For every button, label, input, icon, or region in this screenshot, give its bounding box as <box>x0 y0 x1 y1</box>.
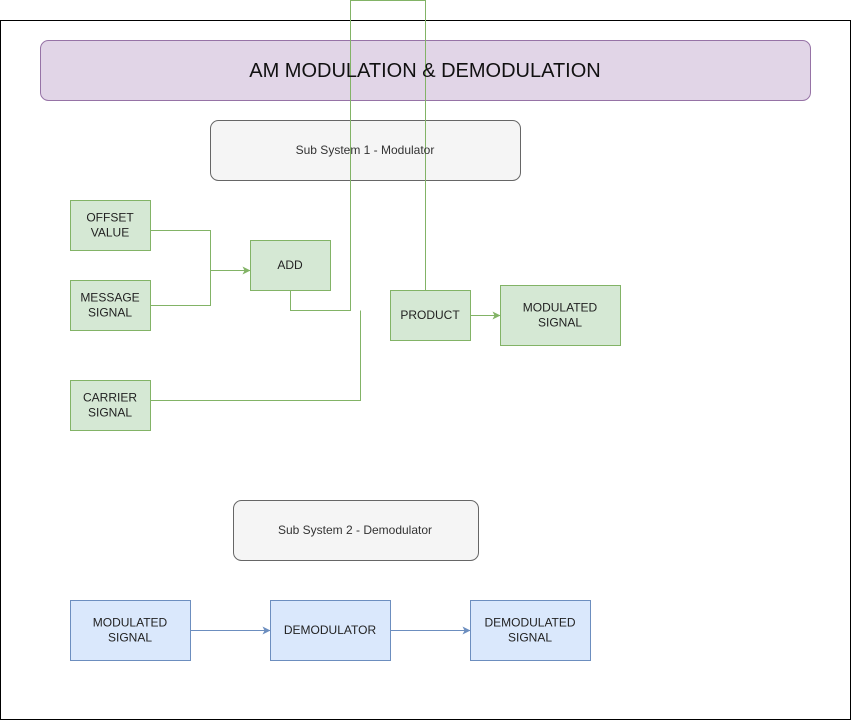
label-line: PRODUCT <box>400 308 460 322</box>
product-label: PRODUCT <box>400 308 460 322</box>
modulator-connectors <box>150 0 501 401</box>
subsystem2-label: Sub System 2 - Demodulator <box>278 523 432 537</box>
product-box[interactable] <box>390 290 471 341</box>
title-text: AM MODULATION & DEMODULATION <box>249 60 601 82</box>
add-label: ADD <box>277 258 303 272</box>
subsystem1-box[interactable] <box>210 120 521 181</box>
label-line: CARRIER <box>83 391 137 405</box>
offset-value-box[interactable] <box>70 200 151 251</box>
demodulated-signal-box[interactable] <box>470 600 591 661</box>
label-line: MODULATED <box>93 616 168 630</box>
demodulator-box[interactable] <box>270 600 391 661</box>
message-signal-box[interactable] <box>70 280 151 331</box>
subsystem1-label: Sub System 1 - Modulator <box>296 143 435 157</box>
label-line: ADD <box>277 258 303 272</box>
demod-modulated-signal-box[interactable] <box>70 600 191 661</box>
label-line: SIGNAL <box>88 406 132 420</box>
connector-add-to-product[interactable] <box>290 0 426 311</box>
label-line: OFFSET <box>86 211 134 225</box>
subsystem2-box[interactable] <box>233 500 479 561</box>
label-line: SIGNAL <box>508 631 552 645</box>
connector-offset-to-add[interactable] <box>150 230 251 275</box>
connector-message-to-add[interactable] <box>150 270 211 306</box>
demodulator-label: DEMODULATOR <box>284 623 377 637</box>
add-box[interactable] <box>250 240 331 291</box>
label-line: DEMODULATED <box>484 616 575 630</box>
label-line: VALUE <box>91 226 129 240</box>
label-line: MESSAGE <box>80 291 139 305</box>
connector-carrier-to-product[interactable] <box>150 310 361 401</box>
label-line: SIGNAL <box>88 306 132 320</box>
label-line: MODULATED <box>523 301 598 315</box>
label-line: SIGNAL <box>108 631 152 645</box>
modulated-signal-box[interactable] <box>500 285 621 346</box>
label-line: DEMODULATOR <box>284 623 377 637</box>
label-line: SIGNAL <box>538 316 582 330</box>
carrier-signal-box[interactable] <box>70 380 151 431</box>
